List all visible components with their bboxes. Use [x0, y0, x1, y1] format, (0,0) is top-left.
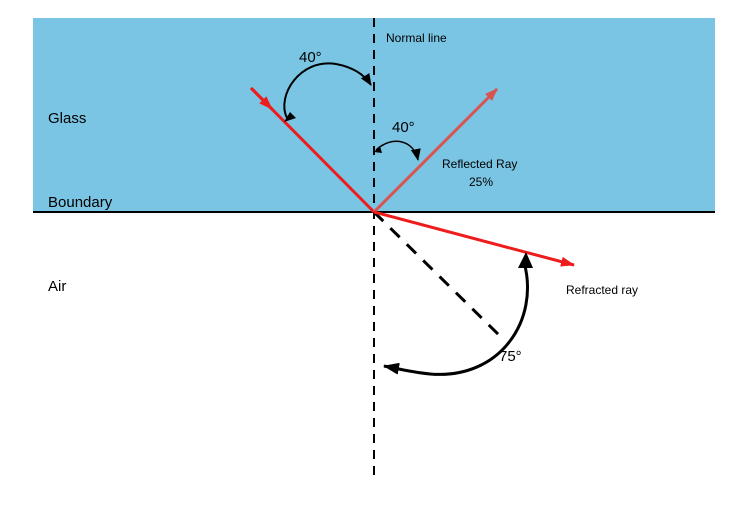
incident-angle-arc [283, 62, 372, 119]
boundary-label: Boundary [48, 194, 113, 211]
arrowhead-icon [284, 112, 296, 122]
arrowhead-icon [518, 252, 533, 268]
reflected-ray-label: Reflected Ray [442, 157, 517, 171]
reflected-percent-label: 25% [469, 175, 493, 189]
refracted-angle-arc [383, 261, 529, 376]
arrowhead-icon [249, 86, 274, 111]
reflected-angle-arc [375, 140, 421, 161]
arrowhead-icon [374, 146, 382, 153]
reflected-angle-label: 40° [392, 119, 415, 136]
incident-angle-label: 40° [299, 49, 322, 66]
refracted-ray [373, 210, 575, 267]
air-label: Air [48, 278, 66, 295]
refracted-ray-label: Refracted ray [566, 283, 638, 297]
normal-line-label: Normal line [386, 31, 447, 45]
refracted-angle-label: 75° [499, 348, 522, 365]
reflected-ray [372, 87, 499, 214]
glass-label: Glass [48, 110, 86, 127]
incident-extension-line [372, 210, 502, 338]
